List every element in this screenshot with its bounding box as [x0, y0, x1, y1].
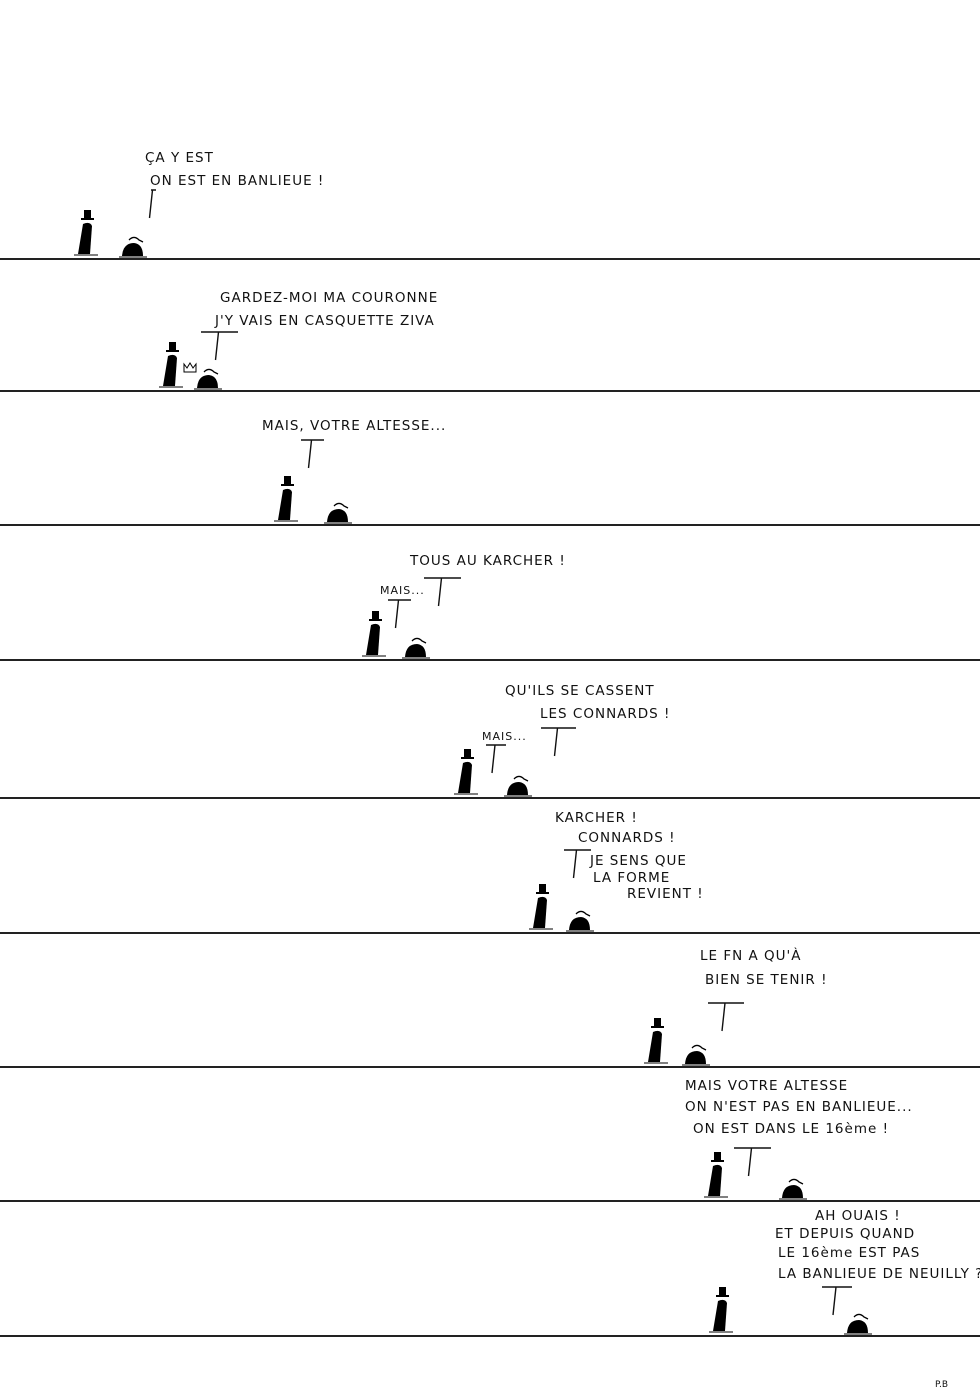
- horizon-line: [0, 1066, 980, 1068]
- speech-text: MAIS, VOTRE ALTESSE...: [262, 418, 447, 434]
- small-figure-icon: [504, 775, 532, 797]
- small-figure-icon: [566, 910, 594, 932]
- speech-text: LE FN A QU'À: [700, 948, 802, 964]
- speech-text: KARCHER !: [555, 810, 638, 826]
- speech-text: ON EST DANS LE 16ème !: [693, 1121, 889, 1137]
- speech-text: LA FORME: [593, 870, 671, 886]
- small-figure-icon: [682, 1044, 710, 1066]
- crown-icon: [183, 362, 197, 373]
- speech-text: GARDEZ-MOI MA COURONNE: [220, 290, 439, 306]
- speech-text: TOUS AU KARCHER !: [410, 553, 566, 569]
- small-figure-icon: [402, 637, 430, 659]
- top-hat-figure-icon: [709, 1287, 733, 1333]
- speech-text: MAIS...: [482, 730, 527, 743]
- top-hat-figure-icon: [74, 210, 98, 256]
- horizon-line: [0, 524, 980, 526]
- small-figure-icon: [194, 368, 222, 390]
- speech-text: ET DEPUIS QUAND: [775, 1226, 916, 1242]
- top-hat-figure-icon: [454, 749, 478, 795]
- small-figure-icon: [324, 502, 352, 524]
- top-hat-figure-icon: [644, 1018, 668, 1064]
- speech-text: J'Y VAIS EN CASQUETTE ZIVA: [215, 313, 435, 329]
- horizon-line: [0, 932, 980, 934]
- speech-text: ON N'EST PAS EN BANLIEUE...: [685, 1099, 913, 1115]
- speech-text: QU'ILS SE CASSENT: [505, 683, 655, 699]
- top-hat-figure-icon: [704, 1152, 728, 1198]
- horizon-line: [0, 659, 980, 661]
- horizon-line: [0, 797, 980, 799]
- speech-text: CONNARDS !: [578, 830, 676, 846]
- speech-text: REVIENT !: [627, 886, 704, 902]
- top-hat-figure-icon: [159, 342, 183, 388]
- horizon-line: [0, 390, 980, 392]
- speech-text: MAIS...: [380, 584, 425, 597]
- small-figure-icon: [844, 1313, 872, 1335]
- small-figure-icon: [779, 1178, 807, 1200]
- horizon-line: [0, 1200, 980, 1202]
- horizon-line: [0, 258, 980, 260]
- speech-text: JE SENS QUE: [590, 853, 687, 869]
- speech-text: BIEN SE TENIR !: [705, 972, 828, 988]
- speech-text: ON EST EN BANLIEUE !: [150, 173, 325, 189]
- speech-text: ÇA Y EST: [145, 150, 214, 166]
- speech-text: AH OUAIS !: [815, 1208, 901, 1224]
- small-figure-icon: [119, 236, 147, 258]
- top-hat-figure-icon: [362, 611, 386, 657]
- speech-text: LE 16ème EST PAS: [778, 1245, 921, 1261]
- top-hat-figure-icon: [529, 884, 553, 930]
- speech-text: LA BANLIEUE DE NEUILLY ?: [778, 1266, 980, 1282]
- signature: P.B: [935, 1380, 949, 1390]
- horizon-line: [0, 1335, 980, 1337]
- speech-text: LES CONNARDS !: [540, 706, 671, 722]
- speech-text: MAIS VOTRE ALTESSE: [685, 1078, 849, 1094]
- top-hat-figure-icon: [274, 476, 298, 522]
